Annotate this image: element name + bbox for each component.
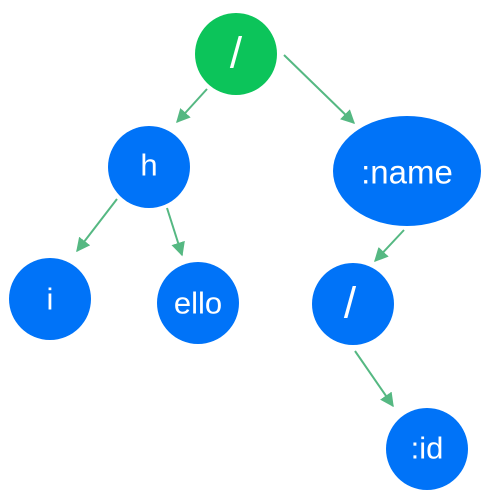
edge-h-to-ello bbox=[166, 207, 185, 257]
node-shape bbox=[108, 126, 190, 208]
node-label: / bbox=[344, 279, 357, 328]
tree-node-ello: ello bbox=[157, 262, 239, 344]
tree-node-slash: / bbox=[312, 263, 394, 345]
nodes: / h i ello :name / :id bbox=[9, 13, 481, 490]
node-label: h bbox=[140, 148, 157, 183]
edges bbox=[76, 54, 405, 408]
tree-node-i: i bbox=[9, 258, 91, 340]
node-shape bbox=[312, 263, 394, 345]
node-shape bbox=[195, 13, 277, 95]
edge-root-to-name bbox=[283, 54, 356, 124]
node-label: :name bbox=[361, 154, 453, 191]
tree-node-name: :name bbox=[333, 116, 481, 226]
node-label: i bbox=[47, 282, 54, 317]
node-shape bbox=[9, 258, 91, 340]
node-label: :id bbox=[411, 431, 444, 466]
node-shape bbox=[333, 116, 481, 226]
tree-node-id: :id bbox=[386, 408, 468, 490]
node-shape bbox=[157, 262, 239, 344]
edge-name-to-slash bbox=[374, 229, 405, 263]
node-label: ello bbox=[174, 286, 222, 321]
edge-root-to-h bbox=[176, 88, 208, 124]
edge-h-to-i bbox=[76, 198, 118, 253]
tree-node-root: / bbox=[195, 13, 277, 95]
node-shape bbox=[386, 408, 468, 490]
edge-slash-to-id bbox=[354, 350, 394, 408]
tree-node-h: h bbox=[108, 126, 190, 208]
node-label: / bbox=[230, 29, 243, 78]
